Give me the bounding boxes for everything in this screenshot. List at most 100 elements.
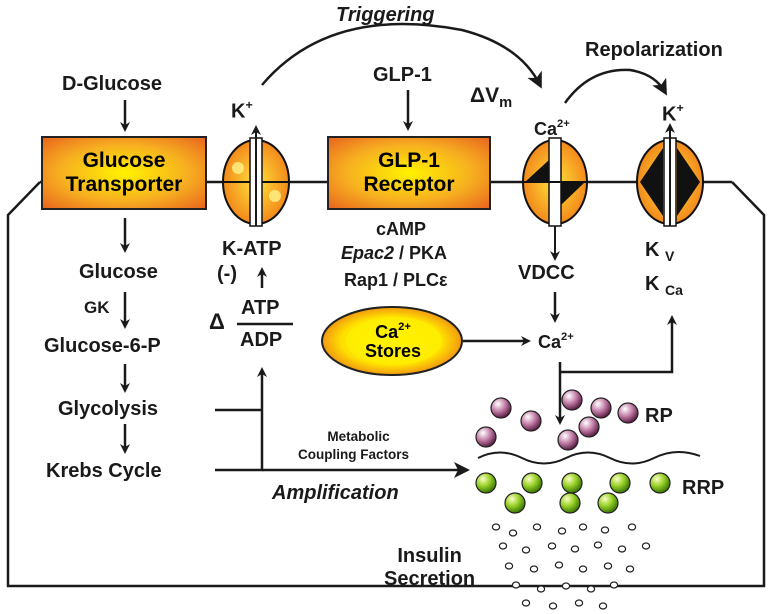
ca-top-sup: 2+: [557, 117, 570, 130]
insulin-granule: [641, 542, 651, 550]
glucose-transporter-line-1: Glucose: [82, 149, 166, 173]
insulin-granule: [603, 562, 613, 570]
k-plus-left-label: K+: [231, 97, 253, 123]
rp-label: RP: [645, 405, 673, 427]
cell-membrane: [6, 181, 766, 588]
insulin-line-2: Secretion: [384, 568, 476, 590]
insulin-secretion-label: Insulin Secretion: [384, 545, 475, 591]
insulin-granule: [578, 523, 588, 531]
gk-label: GK: [84, 298, 110, 317]
insulin-granule: [536, 585, 546, 593]
ca-mid-sup: 2+: [561, 330, 574, 343]
delta-vm-text: ΔV: [470, 84, 500, 107]
kca-sub: Ca: [665, 282, 683, 298]
adp-label: ADP: [240, 329, 283, 351]
rp-vesicles: [475, 389, 639, 451]
kv-k: K: [645, 239, 660, 261]
glp1-receptor-label: GLP-1 Receptor: [328, 137, 490, 209]
kv-channel-icon: [636, 137, 704, 227]
epac2-text: Epac2: [341, 243, 395, 263]
ca-top-text: Ca: [534, 119, 558, 139]
k-plus-left-sup: +: [245, 97, 253, 112]
kca-label: K Ca: [645, 274, 683, 297]
insulin-granule: [593, 541, 603, 549]
insulin-granule: [547, 542, 557, 550]
rap1-plc-label: Rap1 / PLCε: [344, 270, 448, 290]
d-glucose-label: D-Glucose: [62, 73, 163, 95]
krebs-cycle-label: Krebs Cycle: [46, 460, 162, 482]
insulin-granule: [521, 599, 531, 607]
ca-top-label: Ca2+: [534, 117, 570, 139]
insulin-granule: [554, 561, 564, 569]
triggering-arc: [261, 22, 542, 89]
delta-vm-sub: m: [499, 95, 513, 112]
ca-stores-sup: 2+: [398, 321, 411, 333]
insulin-granule: [498, 542, 508, 550]
glycolysis-label: Glycolysis: [58, 398, 159, 420]
ca-stores-label: Ca2+ Stores: [330, 318, 456, 366]
glucose-transporter-label: Glucose Transporter: [42, 137, 206, 209]
ca-stores-line-1: Ca2+: [375, 321, 411, 343]
metabolic-line-2: Coupling Factors: [298, 446, 409, 462]
ca-stores-ca: Ca: [375, 322, 399, 343]
amplification-label: Amplification: [272, 482, 399, 504]
insulin-granule: [570, 545, 580, 553]
glp1-label: GLP-1: [373, 64, 432, 86]
pka-text: / PKA: [394, 243, 448, 263]
insulin-granule: [627, 523, 637, 531]
kv-label: K V: [645, 240, 674, 263]
k-atp-label: K-ATP: [222, 238, 282, 260]
insulin-granule: [625, 565, 635, 573]
k-plus-right-sup: +: [676, 100, 684, 115]
glp1-receptor-box: [327, 136, 491, 210]
vdcc-label: VDCC: [518, 262, 575, 284]
triggering-label: Triggering: [336, 4, 435, 26]
insulin-granule: [586, 585, 596, 593]
insulin-granule: [511, 581, 521, 589]
insulin-granule: [532, 523, 542, 531]
camp-label: cAMP: [376, 219, 427, 239]
delta-label: Δ: [209, 309, 225, 334]
repolarization-arc: [563, 68, 667, 104]
insulin-granule: [600, 526, 610, 534]
insulin-granule: [609, 581, 619, 589]
glucose-label: Glucose: [79, 261, 158, 283]
k-plus-left-k: K: [231, 100, 246, 123]
line-krebs-atp: [215, 367, 267, 472]
glp1-receptor-line-2: Receptor: [363, 173, 455, 196]
rrp-label: RRP: [682, 477, 725, 499]
ca-mid-text: Ca: [538, 332, 562, 352]
vdcc-channel-icon: [522, 137, 588, 227]
k-plus-right-k: K: [662, 103, 677, 126]
kv-sub: V: [665, 248, 675, 264]
ca-stores-line-2: Stores: [364, 341, 422, 361]
insulin-granule: [557, 527, 567, 535]
k-plus-right-label: K+: [662, 100, 684, 126]
ca-mid-label: Ca2+: [538, 330, 574, 352]
epac2-pka-label: Epac2 / PKA: [341, 244, 447, 262]
insulin-granules: [491, 523, 651, 610]
insulin-line-1: Insulin: [397, 545, 462, 567]
glucose-transporter-box: [41, 136, 207, 210]
insulin-granule: [548, 602, 558, 610]
repolarization-label: Repolarization: [585, 39, 723, 61]
insulin-granule: [598, 602, 608, 610]
delta-vm-label: ΔVm: [470, 85, 512, 111]
insulin-granule: [617, 545, 627, 553]
arrow-ca-kv: [560, 315, 677, 374]
insulin-granule: [529, 565, 539, 573]
rrp-vesicles: [475, 472, 671, 514]
insulin-granule: [578, 565, 588, 573]
insulin-granule: [521, 546, 531, 554]
insulin-granule: [504, 562, 514, 570]
insulin-granule: [574, 599, 584, 607]
insulin-granule: [491, 523, 501, 531]
kca-k: K: [645, 273, 660, 295]
docking-membrane-wave: [477, 451, 701, 465]
glucose-6-p-label: Glucose-6-P: [44, 335, 161, 357]
metabolic-line-1: Metabolic: [327, 429, 390, 444]
insulin-granule: [508, 529, 518, 537]
glp1-receptor-line-1: GLP-1: [378, 149, 440, 173]
